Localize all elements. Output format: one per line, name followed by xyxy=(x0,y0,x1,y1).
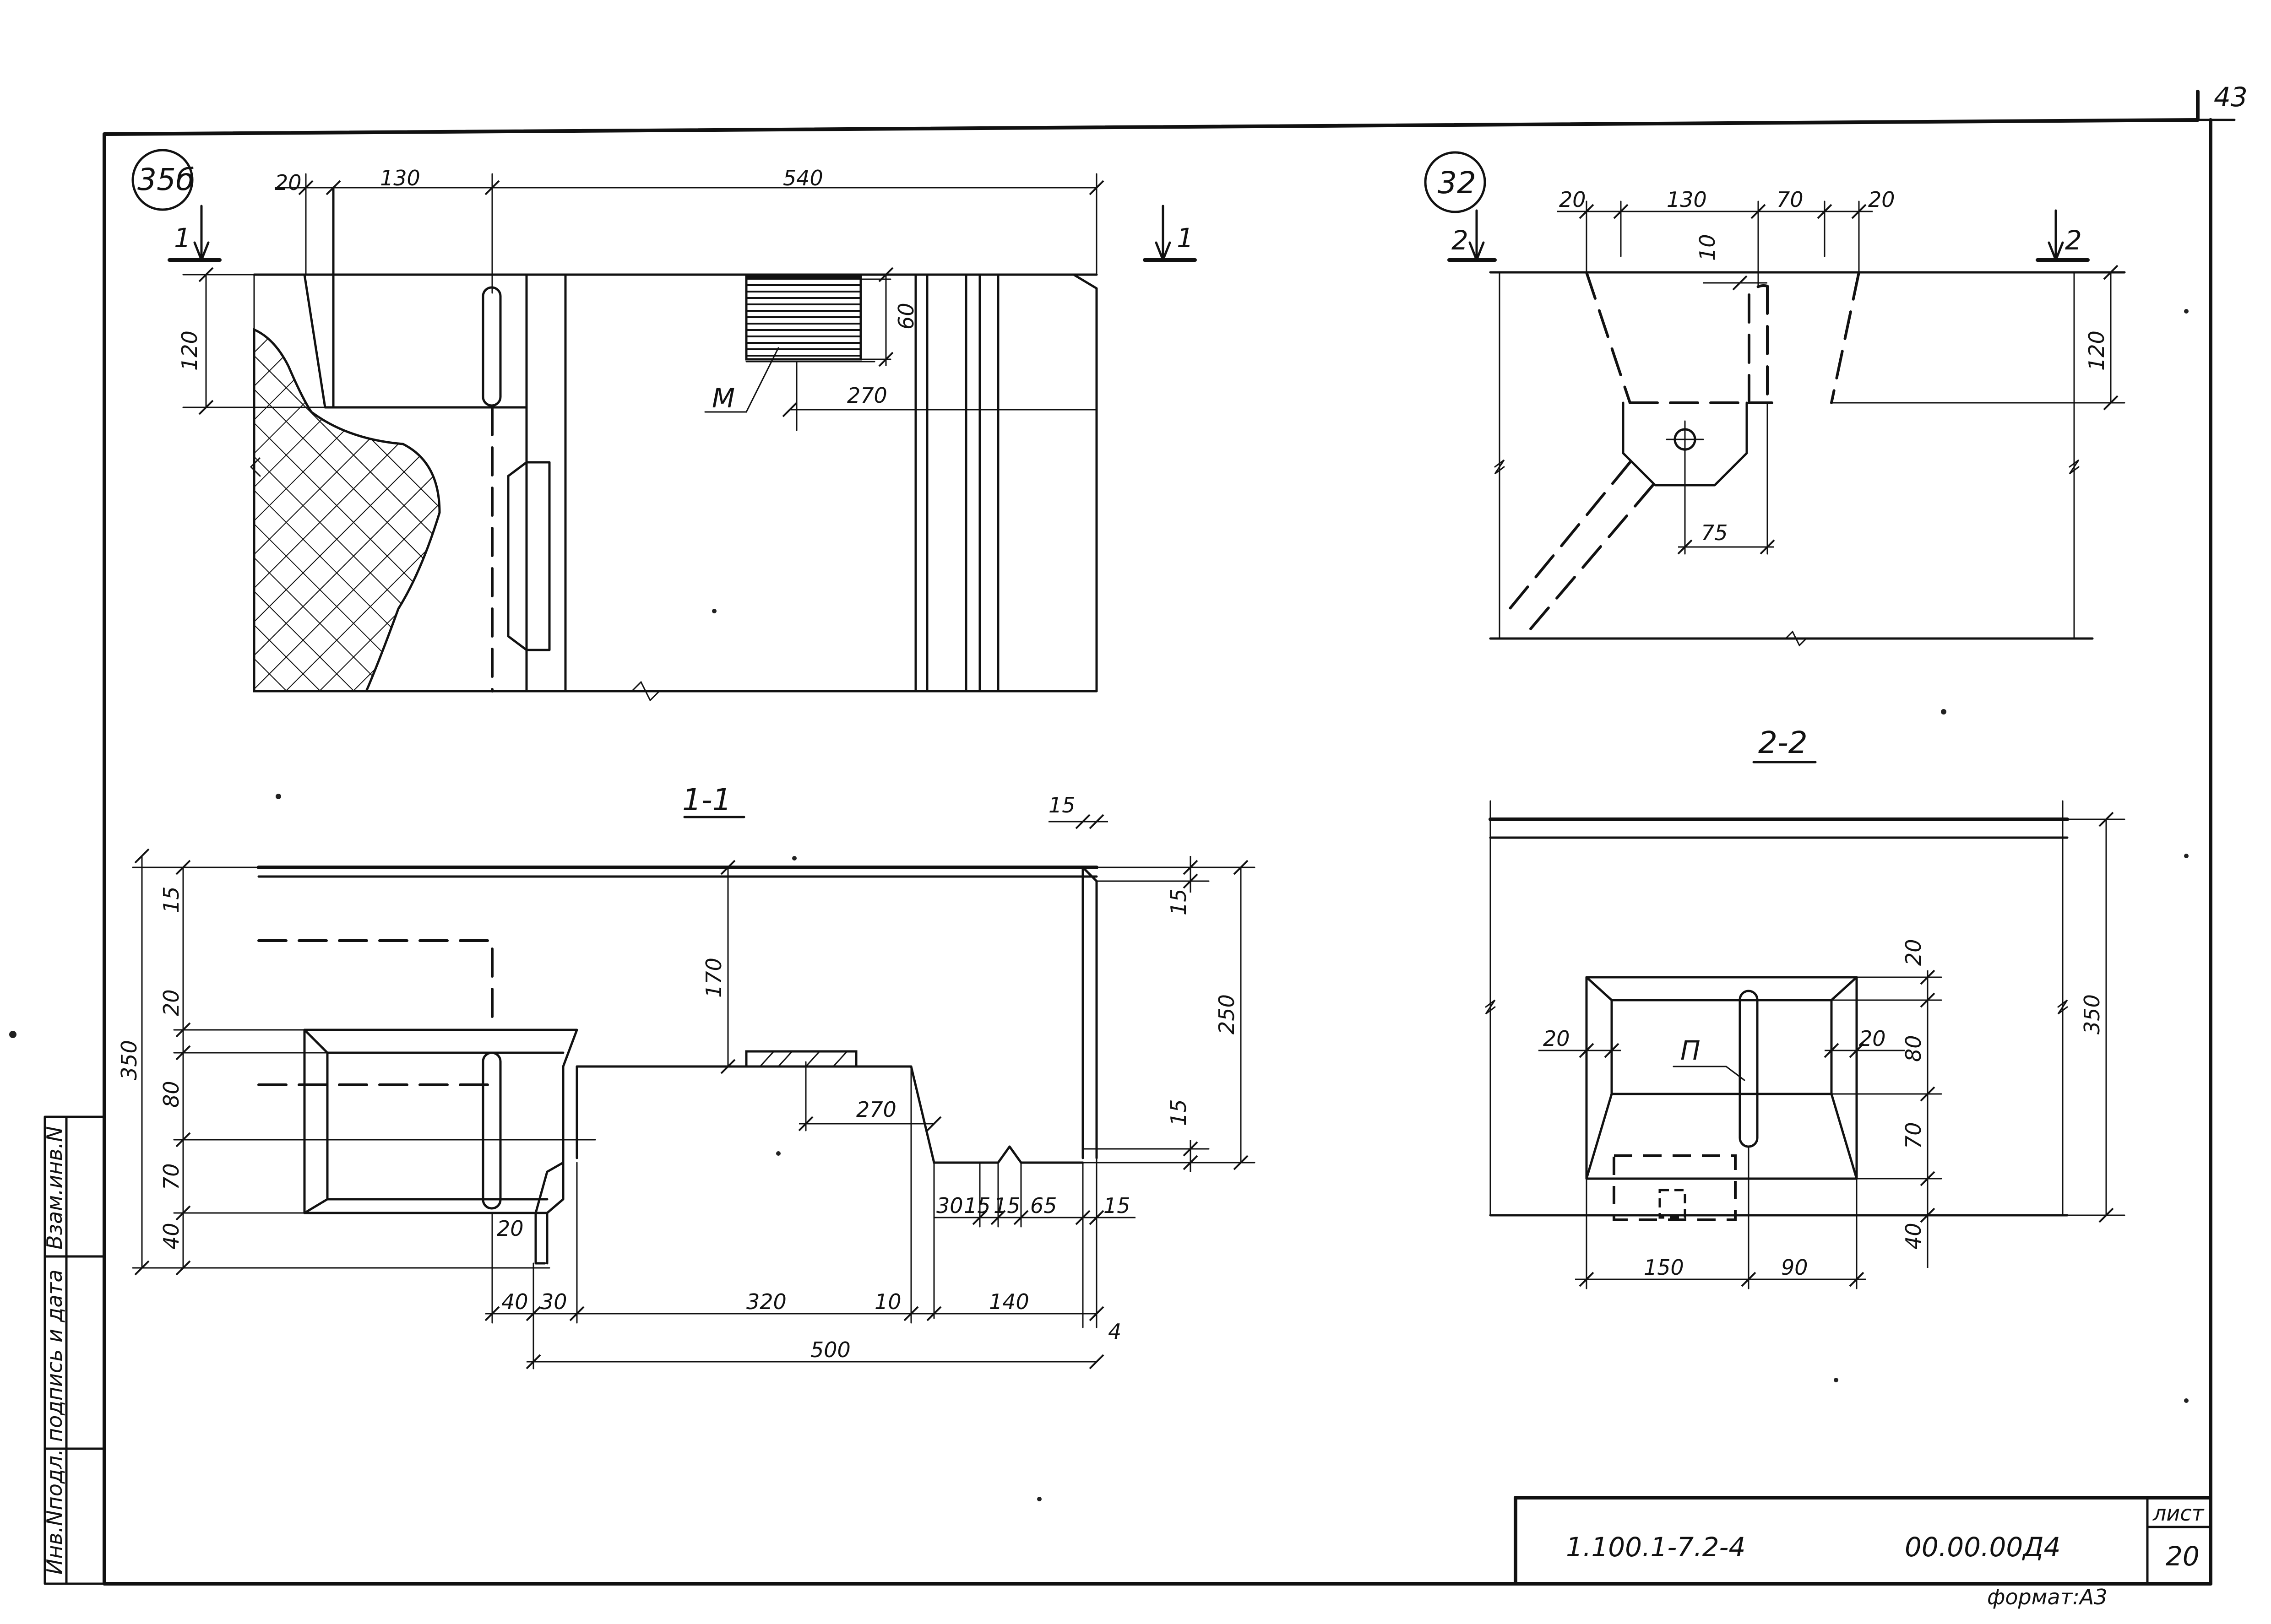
dim-11-h500: 500 xyxy=(810,1337,851,1362)
title-block xyxy=(1514,1496,2212,1586)
side-stamp xyxy=(43,1115,106,1585)
label-m: М xyxy=(712,383,735,414)
dim-11-h270: 270 xyxy=(856,1097,896,1122)
dim-22-v70: 70 xyxy=(1901,1122,1926,1149)
view-356-marker-circle xyxy=(131,149,194,211)
dim-11-v15b: 15 xyxy=(1166,888,1191,915)
view-32-marker-circle xyxy=(1424,151,1486,213)
dim-11-top15: 15 xyxy=(1049,793,1076,817)
sheet-frame xyxy=(103,90,2236,1586)
list-number: 20 xyxy=(2166,1541,2200,1572)
dim-32-10: 10 xyxy=(1695,234,1720,261)
dim-22-h90: 90 xyxy=(1781,1255,1808,1280)
section-1-1-title: 1-1 xyxy=(682,782,732,817)
dim-356-540: 540 xyxy=(783,166,823,190)
dim-32-20b: 20 xyxy=(1868,187,1895,212)
dim-11-v40: 40 xyxy=(159,1223,184,1250)
dim-11-v20: 20 xyxy=(159,989,184,1016)
doc-code: 1.100.1-7.2-4 xyxy=(1566,1532,1745,1563)
section-2-2-title: 2-2 xyxy=(1758,725,1808,760)
dim-11-h140: 140 xyxy=(989,1289,1029,1314)
dim-32-70: 70 xyxy=(1777,187,1804,212)
view-356-section-right: 1 xyxy=(1177,222,1194,254)
dim-11-v350: 350 xyxy=(117,1040,141,1080)
dim-11-h20: 20 xyxy=(497,1216,524,1241)
dim-32-75: 75 xyxy=(1701,520,1728,545)
dim-11-h10: 10 xyxy=(875,1289,902,1314)
dim-32-20a: 20 xyxy=(1559,187,1586,212)
dim-11-h30: 30 xyxy=(936,1193,963,1218)
dim-22-v350: 350 xyxy=(2080,994,2104,1034)
view-356-section-left: 1 xyxy=(174,222,191,254)
stamp-vzam-inv: Взам.инв.N xyxy=(42,1126,67,1250)
dim-11-v250: 250 xyxy=(1214,994,1239,1034)
dim-11-v15a: 15 xyxy=(159,886,184,913)
dim-22-v80: 80 xyxy=(1901,1035,1926,1062)
dim-32-120: 120 xyxy=(2084,330,2109,371)
label-p: П xyxy=(1680,1035,1701,1066)
view-356 xyxy=(131,149,1197,702)
stamp-podpis: подпись и дата xyxy=(42,1269,67,1442)
dim-22-v20: 20 xyxy=(1901,939,1926,966)
dim-11-h320: 320 xyxy=(746,1289,787,1314)
dim-11-h15c: 15 xyxy=(1103,1193,1130,1218)
section-2-2 xyxy=(1485,761,2125,1289)
view-32-section-right: 2 xyxy=(2065,225,2082,256)
dim-356-270: 270 xyxy=(847,383,887,408)
dim-11-v15c: 15 xyxy=(1166,1099,1191,1126)
dim-11-h65: 65 xyxy=(1030,1193,1057,1218)
view-32 xyxy=(1424,151,2126,647)
dim-11-v70: 70 xyxy=(159,1163,184,1190)
dim-32-130: 130 xyxy=(1667,187,1707,212)
dim-356-130: 130 xyxy=(380,166,420,190)
dim-356-60: 60 xyxy=(894,303,918,330)
dim-356-120: 120 xyxy=(177,330,202,371)
dim-11-v170: 170 xyxy=(701,958,726,998)
list-label: лист xyxy=(2152,1501,2205,1526)
dim-11-h15a: 15 xyxy=(964,1193,991,1218)
view-32-section-left: 2 xyxy=(1451,225,1468,256)
format-label: формат:А3 xyxy=(1987,1585,2108,1609)
dim-22-h20a: 20 xyxy=(1543,1026,1570,1051)
dim-11-v80: 80 xyxy=(159,1081,184,1108)
page-number: 43 xyxy=(2214,81,2248,113)
dim-22-h20b: 20 xyxy=(1859,1026,1886,1051)
view-32-marker: 32 xyxy=(1438,165,1476,200)
dim-22-h150: 150 xyxy=(1644,1255,1684,1280)
section-1-1 xyxy=(132,814,1255,1370)
scan-specks xyxy=(9,309,2189,1501)
dim-11-h30b: 30 xyxy=(540,1289,567,1314)
dim-11-side-mark: 4 xyxy=(1108,1319,1121,1344)
drawing-code: 00.00.00Д4 xyxy=(1905,1532,2061,1563)
dim-22-v40: 40 xyxy=(1901,1223,1926,1250)
dim-11-h40: 40 xyxy=(501,1289,528,1314)
stamp-inv-podl: Инв.Nподл. xyxy=(42,1449,67,1575)
dim-11-h15b: 15 xyxy=(994,1193,1021,1218)
dim-356-20: 20 xyxy=(275,170,302,195)
view-356-marker: 35б xyxy=(137,162,195,197)
